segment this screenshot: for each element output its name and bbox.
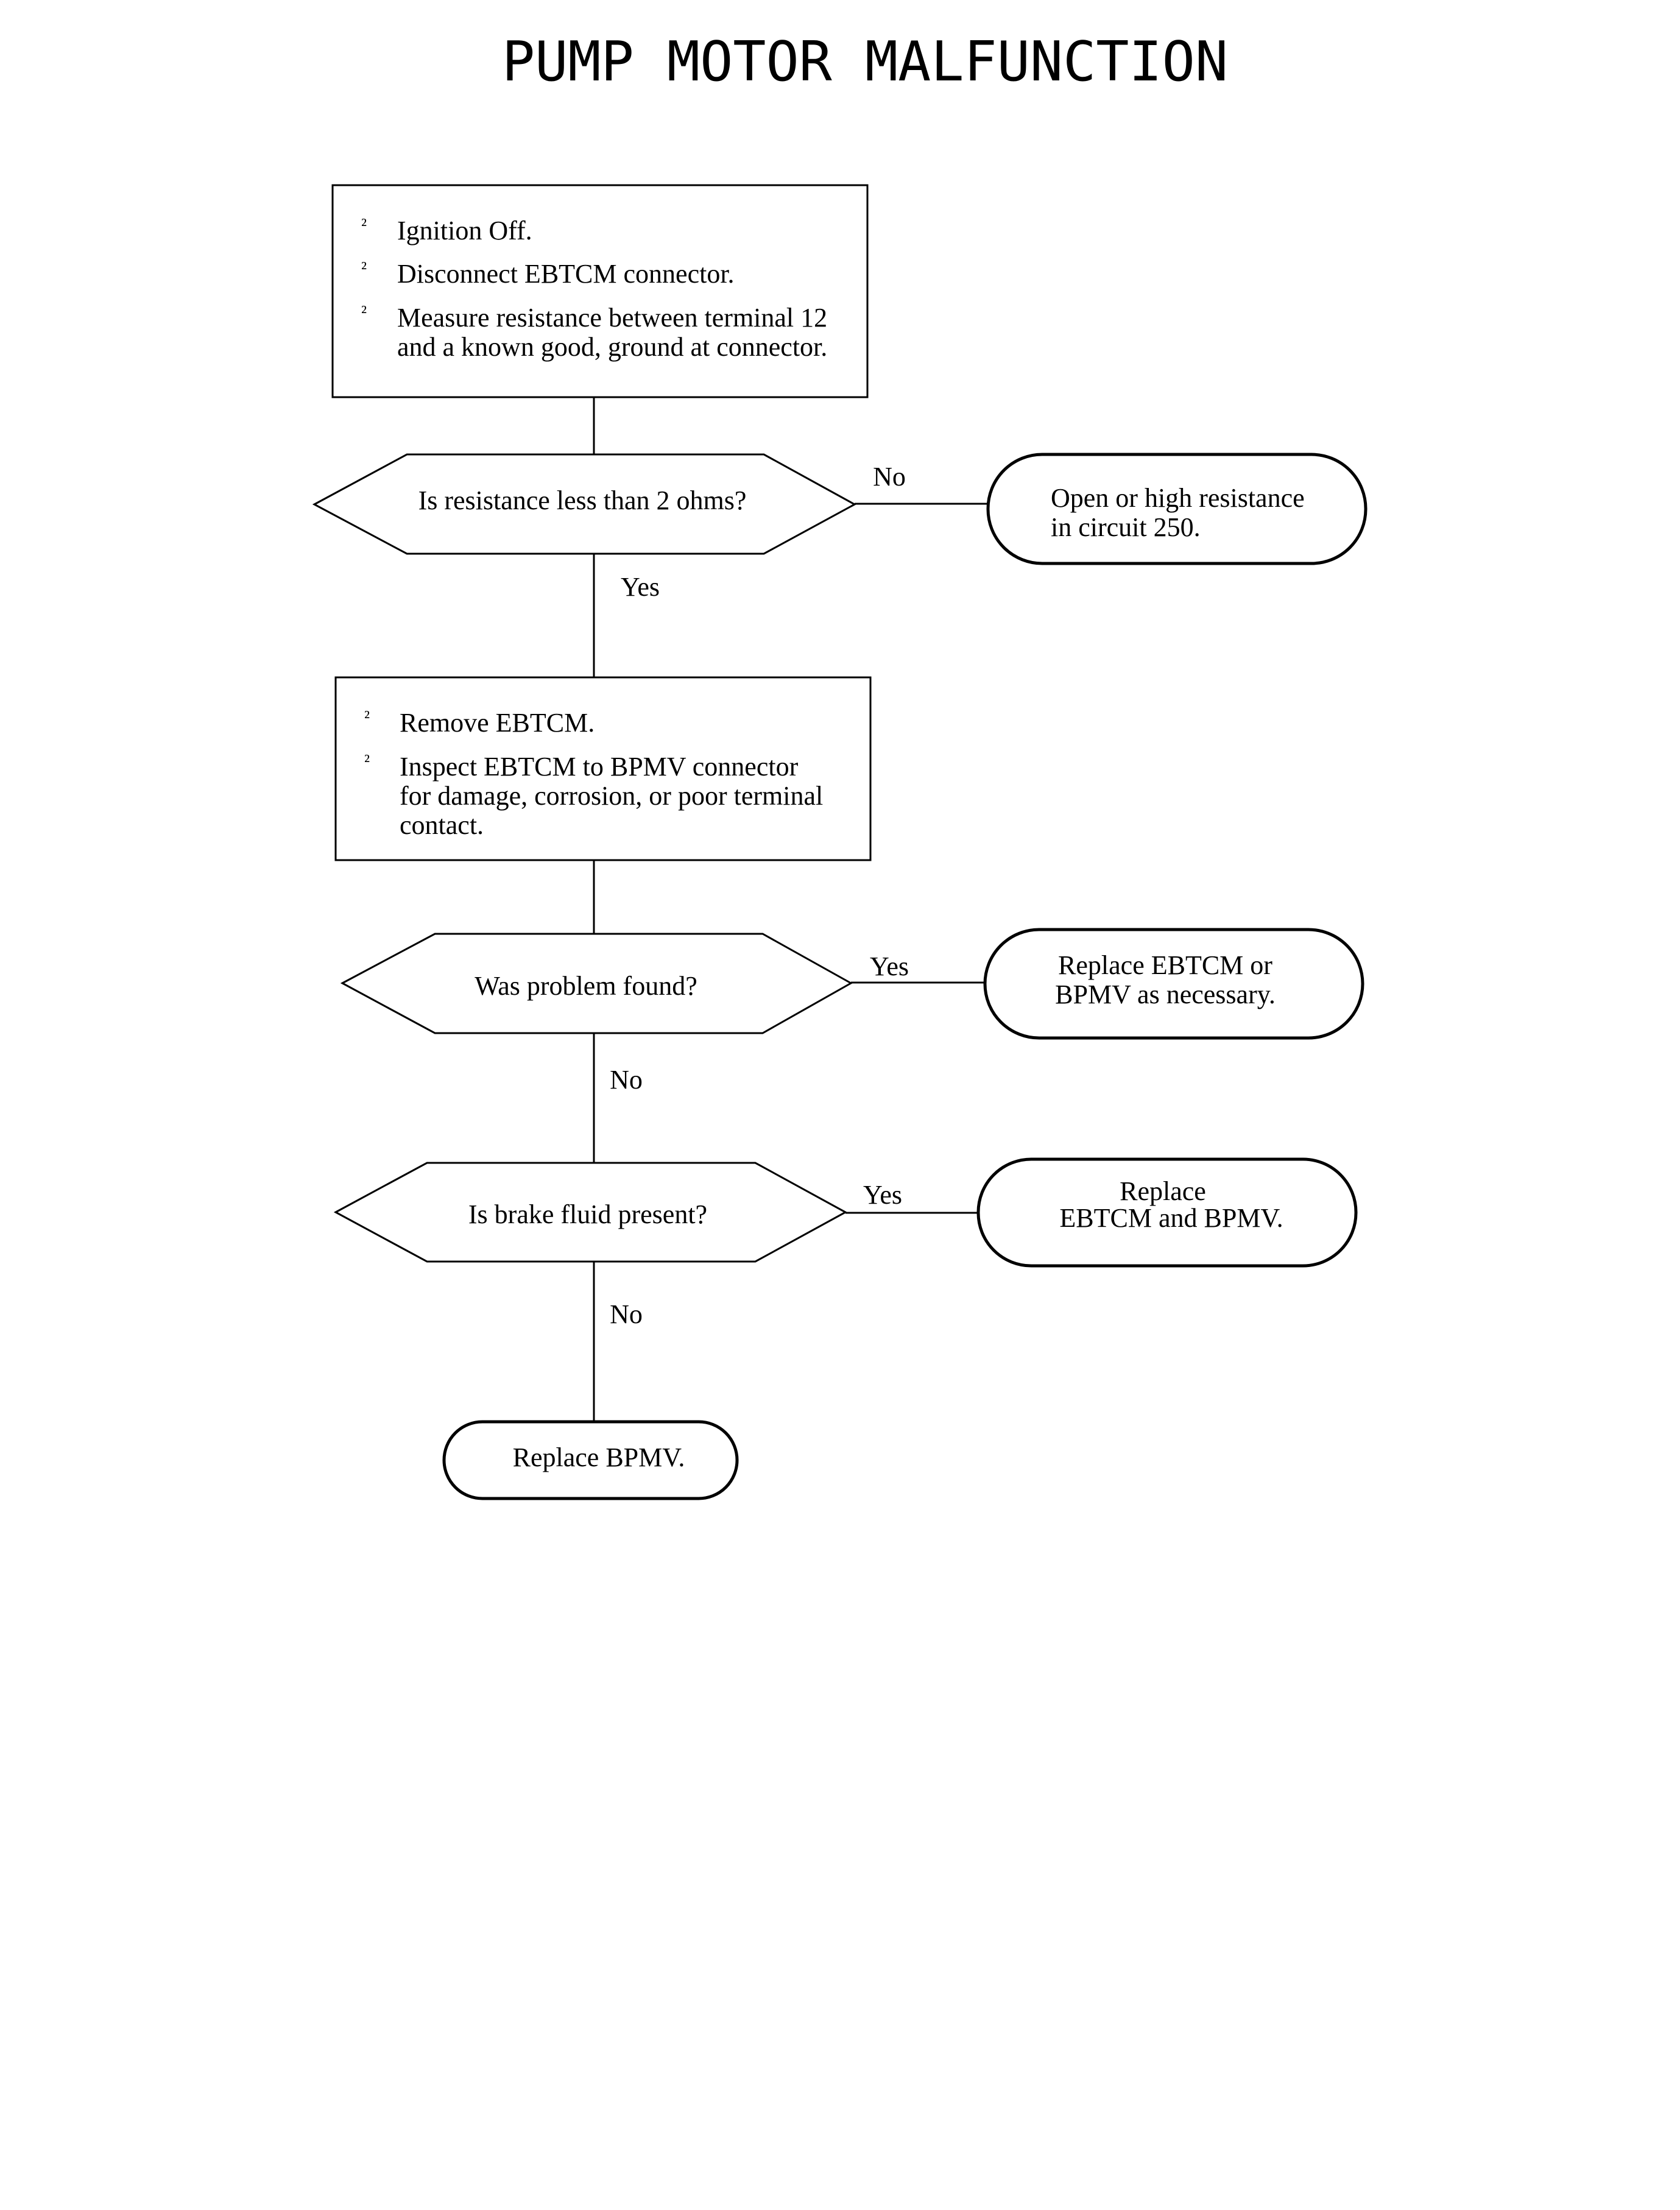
decision3-text: Is brake fluid present? <box>468 1199 707 1229</box>
step1-box: ² Ignition Off. ² Disconnect EBTCM conne… <box>331 184 869 398</box>
step1-item-2: Disconnect EBTCM connector. <box>397 259 735 289</box>
result3-line-2: EBTCM and BPMV. <box>1059 1203 1283 1233</box>
step1-item-1: Ignition Off. <box>397 216 532 245</box>
decision2-no-label: No <box>610 1065 643 1095</box>
bullet-icon: ² <box>361 258 367 278</box>
bullet-icon: ² <box>361 302 367 322</box>
decision1: Is resistance less than 2 ohms? No Yes <box>312 453 906 602</box>
step2-item-2-line-3: contact. <box>400 810 484 840</box>
decision3-yes-label: Yes <box>863 1180 902 1210</box>
decision1-text: Is resistance less than 2 ohms? <box>418 485 747 515</box>
connectors <box>593 397 988 1422</box>
bullet-icon: ² <box>364 707 370 727</box>
decision2-yes-label: Yes <box>870 951 909 981</box>
decision1-no-label: No <box>873 462 906 492</box>
decision3-no-label: No <box>610 1299 643 1329</box>
result4-line-1: Replace BPMV. <box>513 1442 685 1472</box>
result1-terminal: Open or high resistance in circuit 250. <box>986 453 1368 565</box>
result3-line-1: Replace <box>1120 1176 1206 1206</box>
page-title: PUMP MOTOR MALFUNCTION <box>502 30 1228 94</box>
decision3: Is brake fluid present? Yes No <box>333 1162 902 1329</box>
step1-item-3-line-2: and a known good, ground at connector. <box>397 332 827 362</box>
decision2: Was problem found? Yes No <box>340 933 909 1095</box>
step2-item-1: Remove EBTCM. <box>400 708 595 738</box>
step2-item-2-line-2: for damage, corrosion, or poor terminal <box>400 781 823 811</box>
result1-line-2: in circuit 250. <box>1051 512 1201 542</box>
result1-line-1: Open or high resistance <box>1051 483 1305 513</box>
bullet-icon: ² <box>364 751 370 771</box>
step1-item-3-line-1: Measure resistance between terminal 12 <box>397 303 827 333</box>
result3-terminal: Replace EBTCM and BPMV. <box>976 1157 1358 1268</box>
decision2-text: Was problem found? <box>475 971 697 1001</box>
result2-line-2: BPMV as necessary. <box>1055 980 1276 1009</box>
result2-terminal: Replace EBTCM or BPMV as necessary. <box>983 928 1364 1040</box>
decision1-yes-label: Yes <box>621 572 660 602</box>
result4-terminal: Replace BPMV. <box>442 1420 739 1500</box>
step2-item-2-line-1: Inspect EBTCM to BPMV connector <box>400 752 799 782</box>
result2-line-1: Replace EBTCM or <box>1058 950 1272 980</box>
bullet-icon: ² <box>361 215 367 235</box>
step2-box: ² Remove EBTCM. ² Inspect EBTCM to BPMV … <box>334 676 872 861</box>
